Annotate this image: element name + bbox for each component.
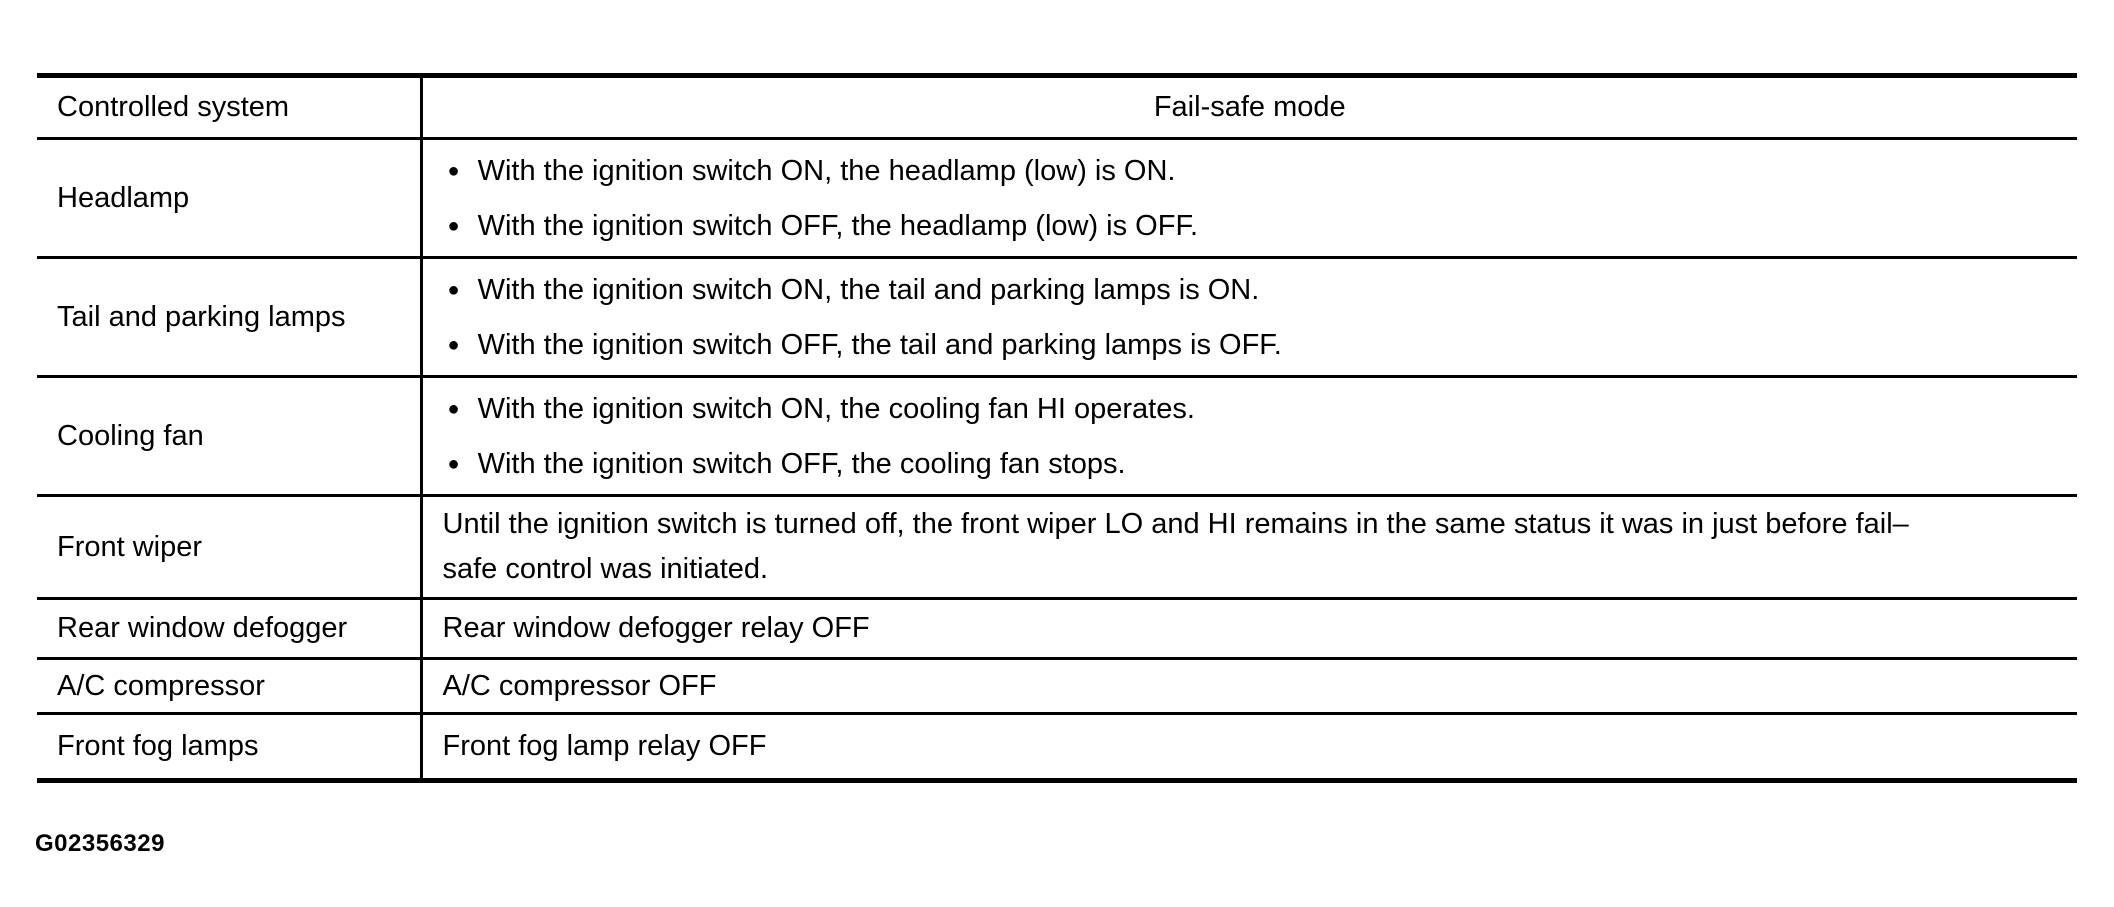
bullet-item: ● With the ignition switch ON, the tail … bbox=[443, 273, 2038, 307]
fail-safe-mode-cell: Front fog lamp relay OFF bbox=[421, 714, 2077, 781]
table-row-headlamp: Headlamp ● With the ignition switch ON, … bbox=[37, 138, 2077, 259]
bullet-item: ● With the ignition switch OFF, the head… bbox=[443, 209, 2038, 243]
fail-safe-mode-cell: ● With the ignition switch ON, the cooli… bbox=[421, 376, 2077, 497]
fail-safe-mode-cell: ● With the ignition switch ON, the tail … bbox=[421, 257, 2077, 378]
controlled-system-cell: Headlamp bbox=[37, 138, 423, 259]
fail-safe-mode-text: Front fog lamp relay OFF bbox=[442, 730, 767, 762]
table-row-front-fog-lamps: Front fog lamps Front fog lamp relay OFF bbox=[37, 713, 2077, 781]
bullet-text: With the ignition switch OFF, the coolin… bbox=[477, 447, 1126, 480]
column-header-fail-safe-mode: Fail-safe mode bbox=[421, 75, 2077, 140]
bullet-item: ● With the ignition switch OFF, the cool… bbox=[443, 447, 2038, 481]
table-row-ac-compressor: A/C compressor A/C compressor OFF bbox=[37, 658, 2077, 715]
fail-safe-mode-cell: A/C compressor OFF bbox=[421, 658, 2077, 715]
fail-safe-mode-table: Controlled system Fail-safe mode Headlam… bbox=[37, 73, 2077, 783]
fail-safe-mode-text: A/C compressor OFF bbox=[442, 669, 717, 702]
bullet-text: With the ignition switch OFF, the headla… bbox=[477, 209, 1199, 242]
bullet-icon: ● bbox=[447, 159, 460, 182]
fail-safe-mode-cell: Until the ignition switch is turned off,… bbox=[421, 495, 2077, 600]
table-row-tail-parking-lamps: Tail and parking lamps ● With the igniti… bbox=[37, 257, 2077, 378]
fail-safe-mode-cell: Rear window defogger relay OFF bbox=[421, 598, 2077, 660]
bullet-icon: ● bbox=[447, 452, 460, 475]
table-row-cooling-fan: Cooling fan ● With the ignition switch O… bbox=[37, 376, 2077, 497]
bullet-item: ● With the ignition switch OFF, the tail… bbox=[443, 328, 2038, 362]
bullet-text: With the ignition switch ON, the headlam… bbox=[477, 154, 1176, 187]
bullet-icon: ● bbox=[447, 397, 460, 420]
bullet-icon: ● bbox=[447, 214, 460, 237]
bullet-text: With the ignition switch ON, the cooling… bbox=[477, 392, 1195, 425]
controlled-system-cell: Front fog lamps bbox=[37, 713, 423, 781]
bullet-item: ● With the ignition switch ON, the headl… bbox=[443, 154, 2038, 188]
column-header-controlled-system: Controlled system bbox=[37, 75, 423, 140]
table-header-row: Controlled system Fail-safe mode bbox=[37, 75, 2077, 140]
bullet-icon: ● bbox=[447, 333, 460, 356]
controlled-system-cell: Front wiper bbox=[37, 495, 423, 600]
controlled-system-cell: Rear window defogger bbox=[37, 598, 423, 660]
figure-id: G02356329 bbox=[35, 830, 165, 857]
fail-safe-mode-text: Until the ignition switch is turned off,… bbox=[442, 508, 1909, 585]
controlled-system-cell: Cooling fan bbox=[37, 376, 423, 497]
fail-safe-mode-text: Rear window defogger relay OFF bbox=[442, 612, 870, 644]
bullet-item: ● With the ignition switch ON, the cooli… bbox=[443, 392, 2038, 426]
table-row-rear-window-defogger: Rear window defogger Rear window defogge… bbox=[37, 598, 2077, 660]
bullet-text: With the ignition switch OFF, the tail a… bbox=[477, 328, 1282, 361]
fail-safe-mode-cell: ● With the ignition switch ON, the headl… bbox=[421, 138, 2077, 259]
bullet-icon: ● bbox=[447, 278, 460, 301]
table-row-front-wiper: Front wiper Until the ignition switch is… bbox=[37, 495, 2077, 600]
controlled-system-cell: A/C compressor bbox=[37, 658, 423, 715]
controlled-system-cell: Tail and parking lamps bbox=[37, 257, 423, 378]
bullet-text: With the ignition switch ON, the tail an… bbox=[477, 273, 1260, 306]
